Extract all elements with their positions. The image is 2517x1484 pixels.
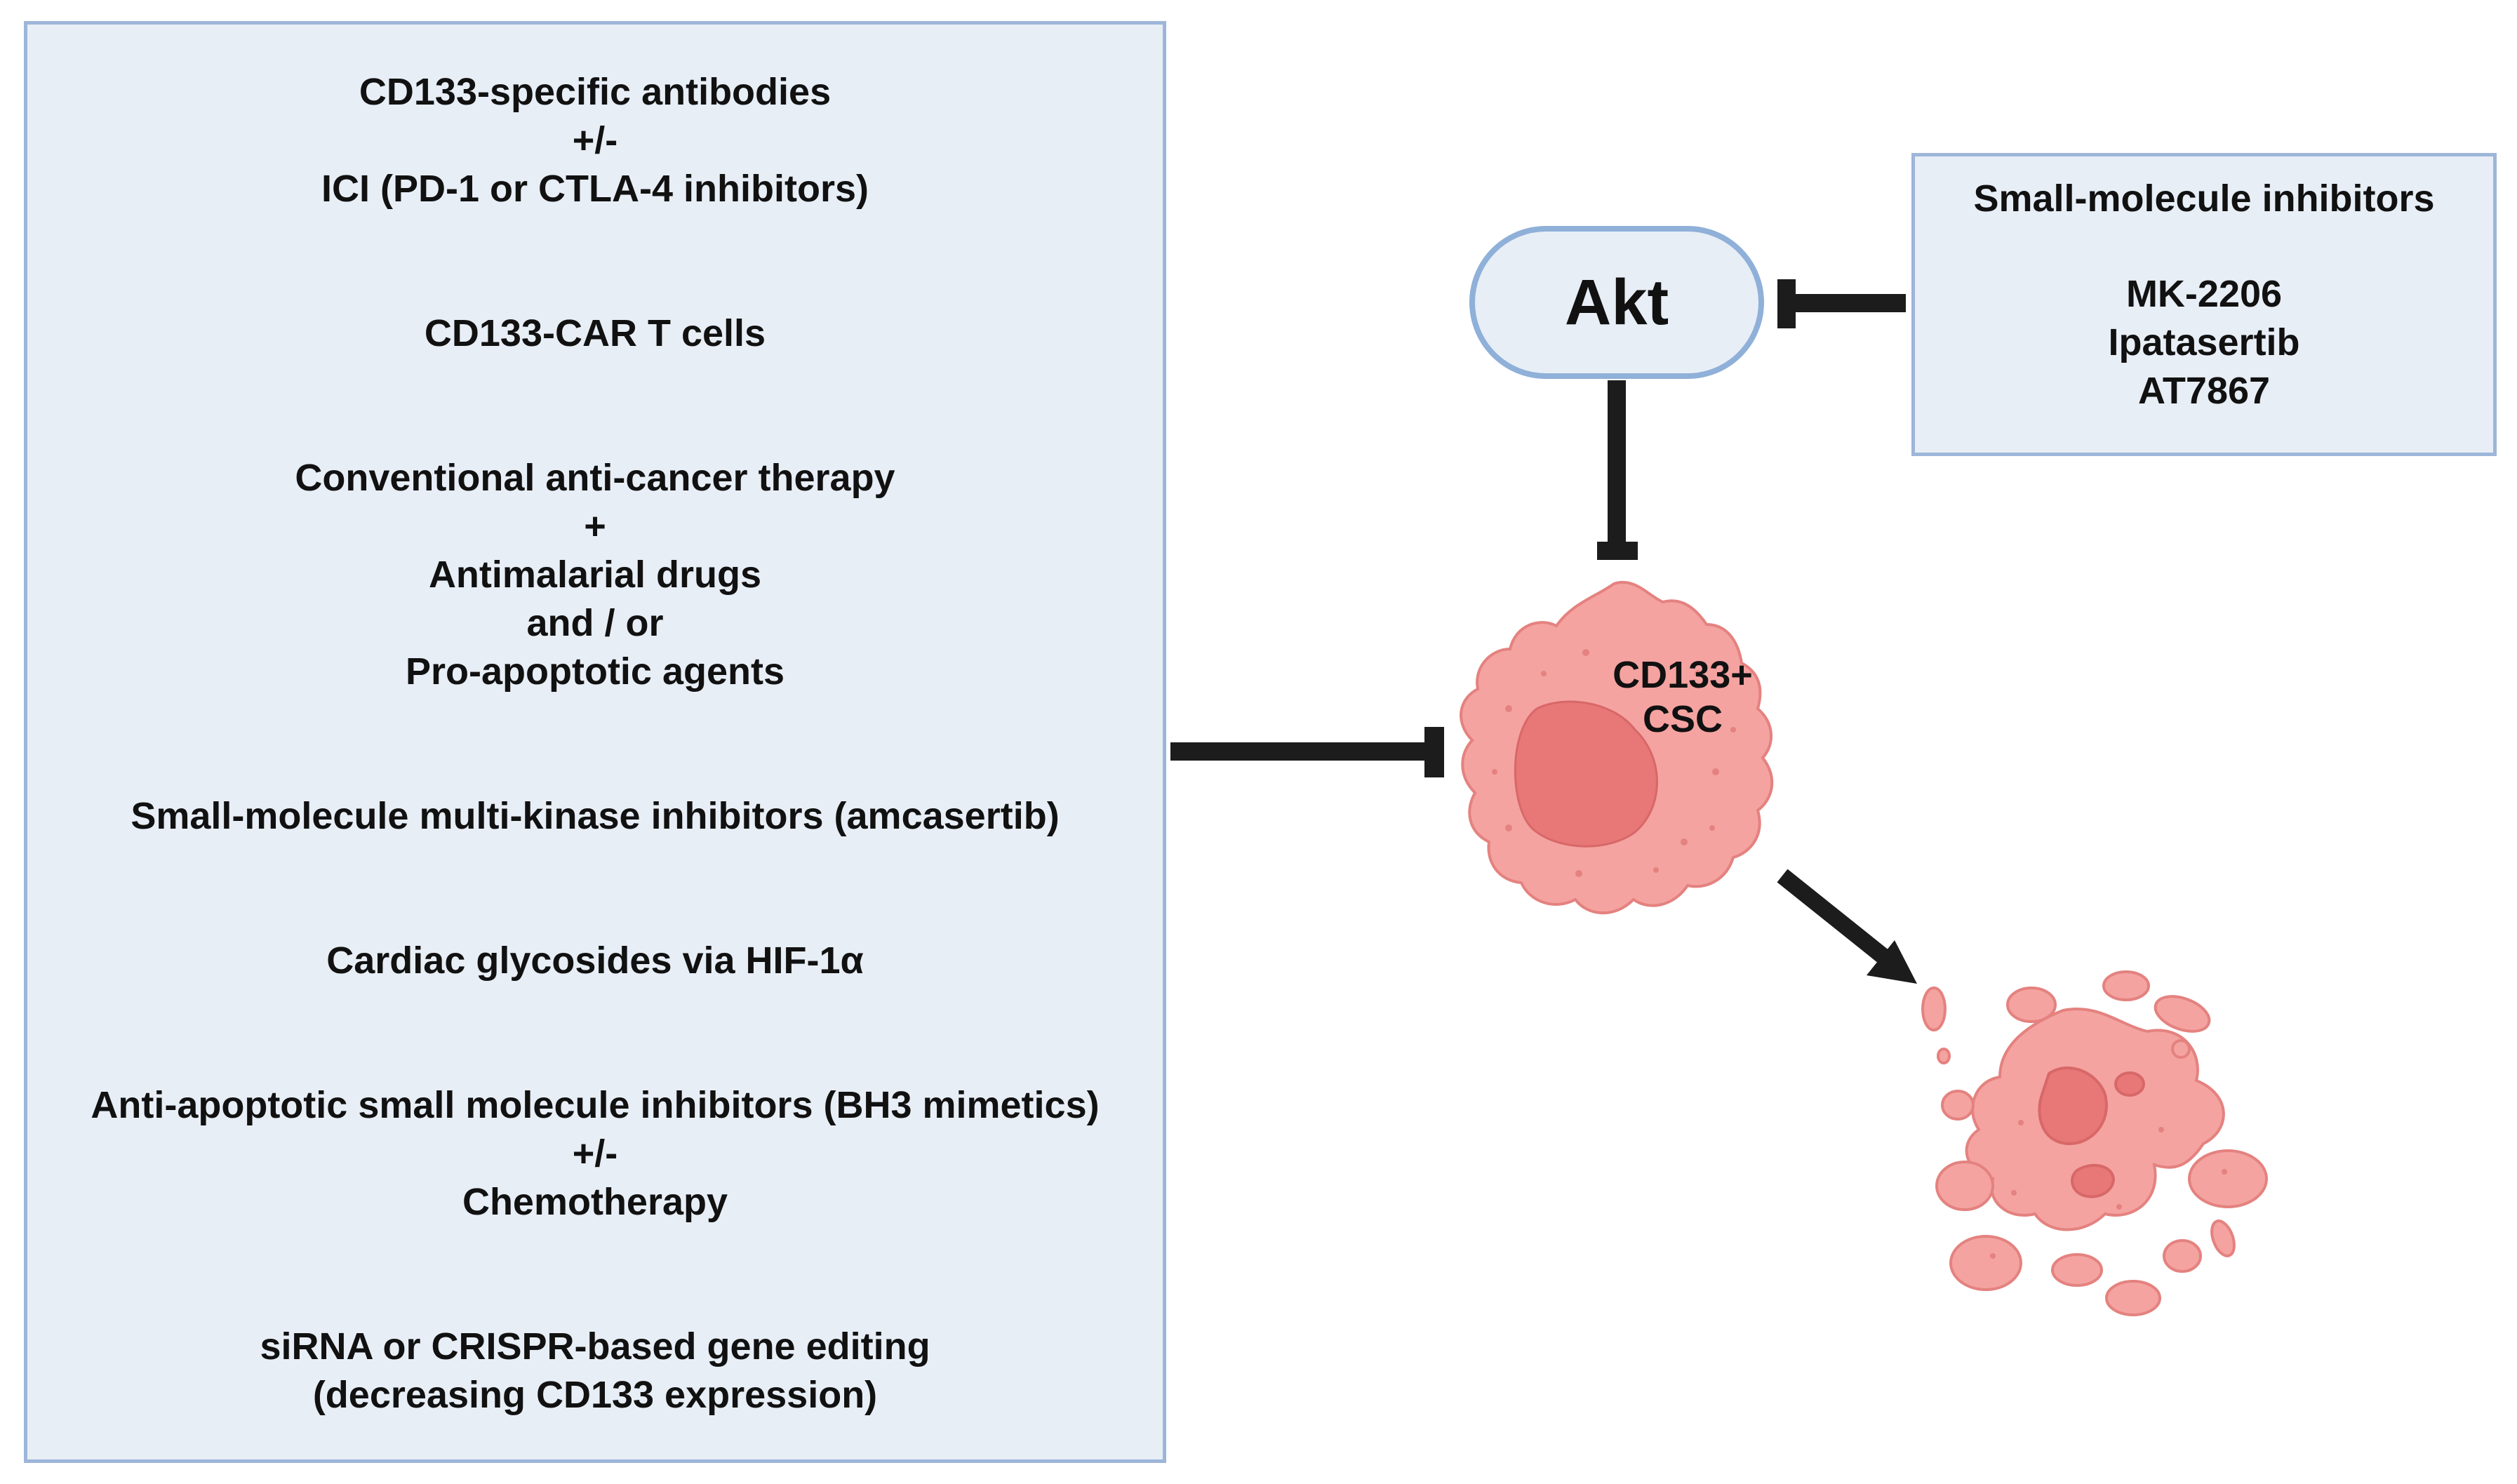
therapy-group-gene-editing: siRNA or CRISPR-based gene editing (decr… <box>27 1323 1163 1419</box>
akt-inhibitors-panel: Small-molecule inhibitors MK-2206 Ipatas… <box>1911 153 2497 456</box>
therapy-line: Small-molecule multi-kinase inhibitors (… <box>131 795 1060 837</box>
inhibitors-title: Small-molecule inhibitors <box>1915 175 2493 223</box>
inhibitors-title-text: Small-molecule inhibitors <box>1973 178 2435 220</box>
inhibitors-drug-list: MK-2206 Ipatasertib AT7867 <box>1915 270 2493 415</box>
akt-label: Akt <box>1564 266 1669 338</box>
apoptosis-arrow <box>1777 869 1917 984</box>
therapy-group-bh3-mimetics: Anti-apoptotic small molecule inhibitors… <box>27 1081 1163 1226</box>
drug-name: MK-2206 <box>2125 273 2283 315</box>
therapies-panel: CD133-specific antibodies +/- ICI (PD-1 … <box>24 21 1166 1463</box>
therapy-line: Conventional anti-cancer therapy <box>295 457 895 499</box>
therapy-line: +/- <box>572 119 618 161</box>
therapy-line: Pro-apoptotic agents <box>405 650 785 693</box>
drug-name: Ipatasertib <box>2108 321 2300 363</box>
cd133-csc-cell <box>1460 581 1774 915</box>
cell-label-line1: CD133+ <box>1613 654 1753 696</box>
therapy-group-cardiac-glycosides: Cardiac glycosides via HIF-1α <box>27 937 1163 985</box>
therapy-line: and / or <box>526 602 664 644</box>
therapy-group-multikinase: Small-molecule multi-kinase inhibitors (… <box>27 792 1163 841</box>
therapy-line: CD133-specific antibodies <box>359 71 832 113</box>
therapies-to-cell-bar <box>1170 727 1444 777</box>
cell-label-line2: CSC <box>1642 698 1723 740</box>
inhibitor-to-akt-bar <box>1777 279 1906 328</box>
therapy-line: Antimalarial drugs <box>428 554 762 596</box>
therapy-group-cd133-antibodies: CD133-specific antibodies +/- ICI (PD-1 … <box>27 68 1163 213</box>
akt-to-cell-bar <box>1597 380 1638 560</box>
therapy-group-car-t: CD133-CAR T cells <box>27 309 1163 358</box>
apoptotic-cell <box>1921 970 2268 1316</box>
therapy-line: ICI (PD-1 or CTLA-4 inhibitors) <box>321 168 869 210</box>
drug-name: AT7867 <box>2137 370 2271 412</box>
therapy-group-conventional: Conventional anti-cancer therapy + Antim… <box>27 454 1163 696</box>
therapy-line: siRNA or CRISPR-based gene editing <box>260 1325 930 1368</box>
therapy-line: + <box>584 505 606 547</box>
therapy-line: Chemotherapy <box>462 1181 728 1223</box>
therapy-line: +/- <box>572 1132 618 1175</box>
therapy-line: Cardiac glycosides via HIF-1α <box>326 940 864 982</box>
therapy-line: Anti-apoptotic small molecule inhibitors… <box>91 1084 1100 1126</box>
therapy-line: (decreasing CD133 expression) <box>312 1374 878 1416</box>
cell-label: CD133+ CSC <box>1598 651 1767 744</box>
akt-node: Akt <box>1469 226 1764 379</box>
therapy-line: CD133-CAR T cells <box>424 312 766 354</box>
